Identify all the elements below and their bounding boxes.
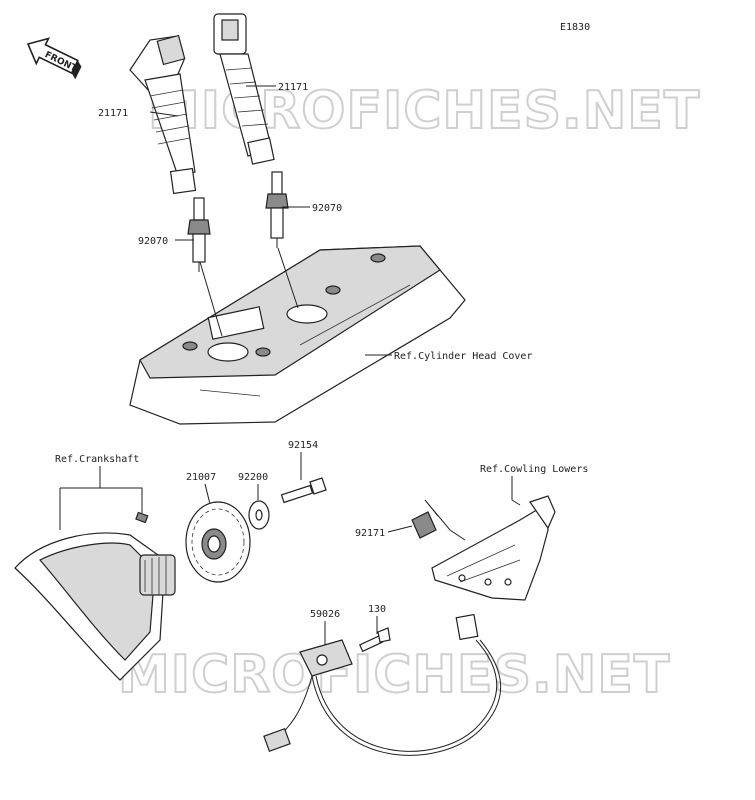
callout-crankshaft: Ref.Crankshaft <box>55 454 139 465</box>
bolt-130[interactable] <box>358 627 391 653</box>
callout-92154: 92154 <box>288 440 318 451</box>
callout-21171-left: 21171 <box>98 108 128 119</box>
cylinder-head-cover[interactable] <box>129 245 466 425</box>
front-arrow-icon: FRONT <box>26 37 82 80</box>
ignition-coil-right[interactable] <box>213 13 275 165</box>
mounting-bracket[interactable] <box>431 495 556 601</box>
ignition-coil-left[interactable] <box>129 34 197 195</box>
callout-92171: 92171 <box>355 528 385 539</box>
washer[interactable] <box>248 500 270 530</box>
clamp-92171[interactable] <box>411 511 437 539</box>
sensor-59026[interactable] <box>299 639 353 677</box>
wiring-harness[interactable] <box>263 613 502 756</box>
callout-21007: 21007 <box>186 472 216 483</box>
diagram-code: E1830 <box>560 22 590 33</box>
callout-cowling-lowers: Ref.Cowling Lowers <box>480 464 588 475</box>
timing-rotor[interactable] <box>185 501 251 583</box>
callout-59026: 59026 <box>310 609 340 620</box>
bolt-92154[interactable] <box>280 477 327 504</box>
callout-cylinder-head-cover: Ref.Cylinder Head Cover <box>394 351 532 362</box>
watermark-bottom: MICROFICHES.NET <box>118 645 670 705</box>
crankshaft-flywheel[interactable] <box>14 511 176 681</box>
spark-plug-right[interactable] <box>265 171 289 248</box>
spark-plug-left[interactable] <box>187 197 211 272</box>
leader-lines <box>59 85 521 645</box>
callout-92070-left: 92070 <box>138 236 168 247</box>
callout-92070-right: 92070 <box>312 203 342 214</box>
callout-21171-right: 21171 <box>278 82 308 93</box>
callout-130: 130 <box>368 604 386 615</box>
callout-92200: 92200 <box>238 472 268 483</box>
